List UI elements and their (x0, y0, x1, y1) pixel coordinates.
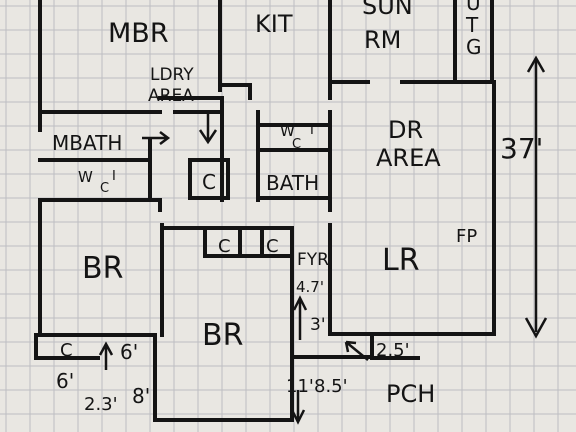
dimension-d3: 2.3' (84, 394, 118, 415)
dimension-d8: 8.5' (314, 376, 348, 397)
wc-right-sub: C (292, 137, 301, 152)
closet-wall (188, 158, 230, 200)
room-label-br-center: BR (202, 318, 243, 353)
annotations (98, 55, 548, 425)
room-label-mbath: MBATH (52, 131, 122, 155)
room-label-dr-line1: DR (388, 116, 423, 144)
dimension-d5: 4.7' (296, 278, 324, 296)
d-arrow-left (98, 341, 114, 370)
overall-arrow-top (526, 55, 546, 73)
wc-left-label: W (78, 168, 93, 186)
room-label-sun-line1: SUN (362, 0, 413, 20)
closet-label-hall: C (202, 170, 216, 194)
dimension-d4: 8' (132, 384, 150, 408)
room-label-dr-line2: AREA (376, 144, 441, 172)
dimension-d1: 6' (120, 340, 138, 364)
left-br-bottom (153, 333, 164, 422)
fyr-arrow (292, 295, 308, 340)
dimension-d7: 11' (286, 376, 314, 397)
mbath-arrow (142, 131, 171, 145)
room-label-lr: LR (382, 243, 420, 278)
closets-row-wall (203, 230, 292, 258)
fireplace-label: FP (456, 226, 477, 247)
wc-left-i: I (112, 169, 116, 184)
closet-label-2: C (266, 236, 279, 257)
dimension-d9: 2.5' (376, 340, 410, 361)
dimension-overall: 37' (500, 132, 543, 165)
wc-right-label: W (280, 122, 295, 140)
room-label-u: U (466, 0, 481, 15)
room-label-ldry-line2: AREA (148, 86, 194, 106)
room-label-t: T (465, 13, 479, 37)
pch-arrow (344, 340, 369, 361)
bottom-arrow (290, 390, 306, 425)
room-label-foyer: FYR (297, 250, 329, 270)
ldry-right-wall (218, 83, 252, 100)
room-label-bath: BATH (266, 171, 319, 195)
closet-label-left: C (60, 340, 73, 361)
wc-right-i: I (310, 123, 314, 138)
dimension-d2: 6' (56, 369, 74, 393)
room-label-mbr: MBR (108, 18, 169, 49)
porch-label: PCH (386, 380, 435, 408)
room-label-br-left: BR (82, 251, 123, 286)
wc-wall (38, 138, 152, 202)
dimension-d6: 3' (310, 315, 326, 335)
ldry-arrow (198, 112, 218, 145)
closet-label-1: C (218, 236, 231, 257)
overall-arrow-bottom (524, 317, 548, 339)
wc-left-sub: C (100, 181, 109, 196)
walls (34, 0, 496, 422)
room-label-g: G (466, 35, 482, 59)
room-label-kit: KIT (255, 10, 293, 38)
room-label-ldry-line1: LDRY (150, 65, 194, 85)
room-label-sun-line2: RM (364, 26, 401, 54)
mbath-bottom-wall (38, 198, 162, 212)
